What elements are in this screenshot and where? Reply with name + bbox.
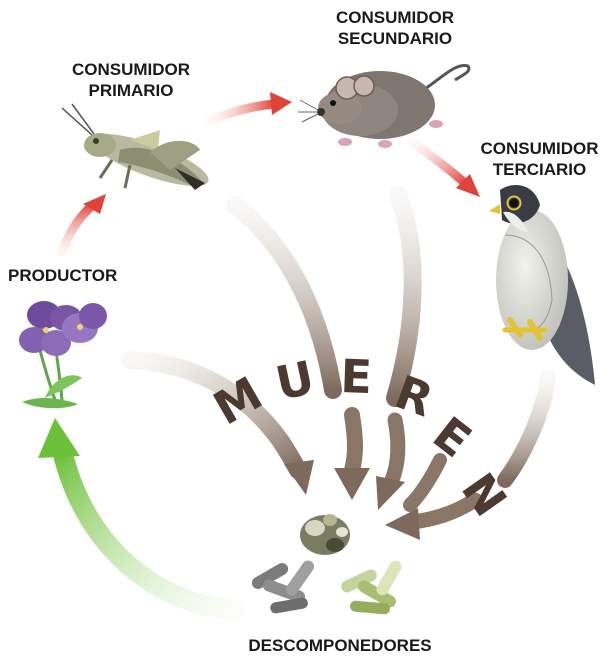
- label-consumidor-terciario-line1: CONSUMIDOR: [480, 139, 599, 158]
- arrow-productor-to-primario: [57, 194, 106, 257]
- arrow-primario-dies: [226, 196, 342, 399]
- label-consumidor-terciario-line2: TERCIARIO: [492, 160, 587, 179]
- label-consumidor-primario-line2: PRIMARIO: [88, 81, 174, 100]
- arrow-productor-dies: [121, 351, 314, 495]
- violet-flower-icon: [19, 301, 107, 409]
- label-consumidor-secundario-line1: CONSUMIDOR: [335, 8, 455, 27]
- falcon-icon: [489, 185, 595, 385]
- arrow-terciario-dies: [385, 370, 556, 540]
- arrow-descomponedores-to-productor: [38, 418, 245, 620]
- label-consumidor-primario: CONSUMIDOR PRIMARIO: [56, 59, 206, 101]
- arrow-secundario-to-terciario: [407, 137, 480, 197]
- label-productor: PRODUCTOR: [8, 266, 118, 285]
- arrow-mueren-down: [334, 407, 447, 512]
- grasshopper-icon: [61, 103, 209, 190]
- mueren-letter-5: E: [423, 406, 481, 468]
- label-consumidor-secundario-line2: SECUNDARIO: [337, 29, 453, 48]
- label-consumidor-terciario: CONSUMIDOR TERCIARIO: [466, 138, 613, 180]
- mueren-letter-2: U: [271, 350, 319, 411]
- arrow-secundario-dies: [386, 186, 422, 407]
- label-descomponedores: DESCOMPONEDORES: [248, 636, 432, 655]
- bacteria-icon: [251, 560, 402, 615]
- arrow-primario-to-secundario: [205, 92, 292, 125]
- mueren-letter-3: E: [340, 349, 373, 404]
- decomposer-mass-icon: [300, 514, 350, 555]
- label-consumidor-primario-line1: CONSUMIDOR: [71, 60, 191, 79]
- label-consumidor-secundario: CONSUMIDOR SECUNDARIO: [320, 7, 470, 49]
- mouse-icon: [298, 63, 471, 148]
